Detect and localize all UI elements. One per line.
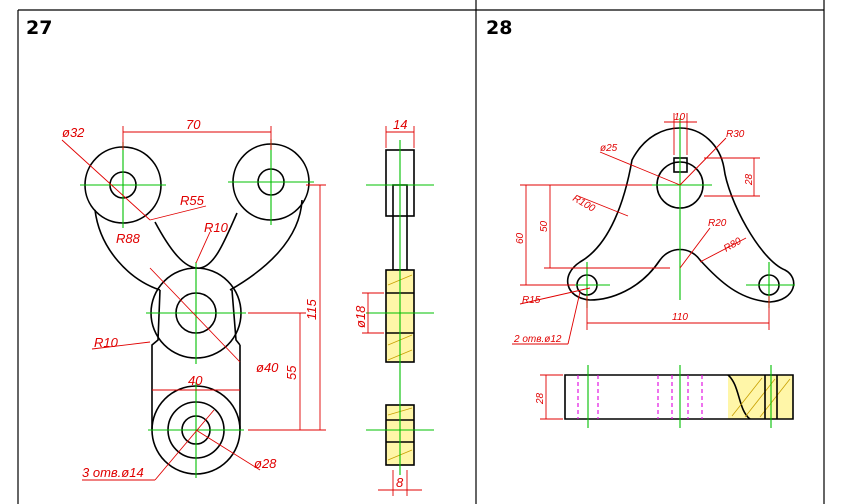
part-28-front-view (564, 365, 794, 428)
cell-number-27: 27 (26, 17, 52, 39)
dim-60: 60 (515, 232, 526, 244)
part-27-side-dimensions: 14 ø18 8 (353, 117, 422, 496)
table-frame (17, 0, 825, 504)
dim-r30: R30 (726, 129, 745, 140)
dim-55: 55 (284, 365, 299, 380)
dim-115: 115 (304, 299, 319, 320)
dim-holes-28: 2 отв.ø12 (513, 334, 562, 345)
dim-diam-40: ø40 (256, 360, 279, 375)
dim-r55: R55 (180, 193, 205, 208)
dim-50: 50 (539, 220, 550, 232)
dim-r10-top: R10 (204, 220, 229, 235)
dim-28-thickness: 28 (535, 392, 546, 405)
dim-r88: R88 (116, 231, 141, 246)
dim-110: 110 (672, 312, 688, 323)
cell-number-28: 28 (486, 17, 512, 39)
dim-diam-28: ø28 (254, 456, 277, 471)
dim-diam-18: ø18 (353, 305, 368, 328)
dim-diam-32: ø32 (62, 125, 85, 140)
dim-10: 10 (674, 112, 686, 123)
dim-8: 8 (396, 475, 404, 490)
dim-holes-27: 3 отв.ø14 (82, 465, 144, 480)
part-27-side-view (366, 140, 434, 475)
dim-r80: R80 (722, 236, 744, 255)
dim-14: 14 (393, 117, 407, 132)
dim-r20: R20 (708, 218, 727, 229)
dim-r15: R15 (522, 295, 541, 306)
dim-r100: R100 (571, 193, 598, 215)
part-27-front-dimensions: 70 ø32 R55 R88 R10 R10 ø40 40 55 115 3 о… (61, 117, 326, 481)
dim-70: 70 (186, 117, 201, 132)
part-27-front-view (80, 139, 314, 478)
part-28-front-dimensions: 28 (535, 374, 563, 420)
dim-28-top: 28 (744, 173, 755, 186)
dim-40: 40 (188, 373, 203, 388)
dim-r10-bottom: R10 (94, 335, 119, 350)
dim-diam-25: ø25 (600, 143, 618, 154)
